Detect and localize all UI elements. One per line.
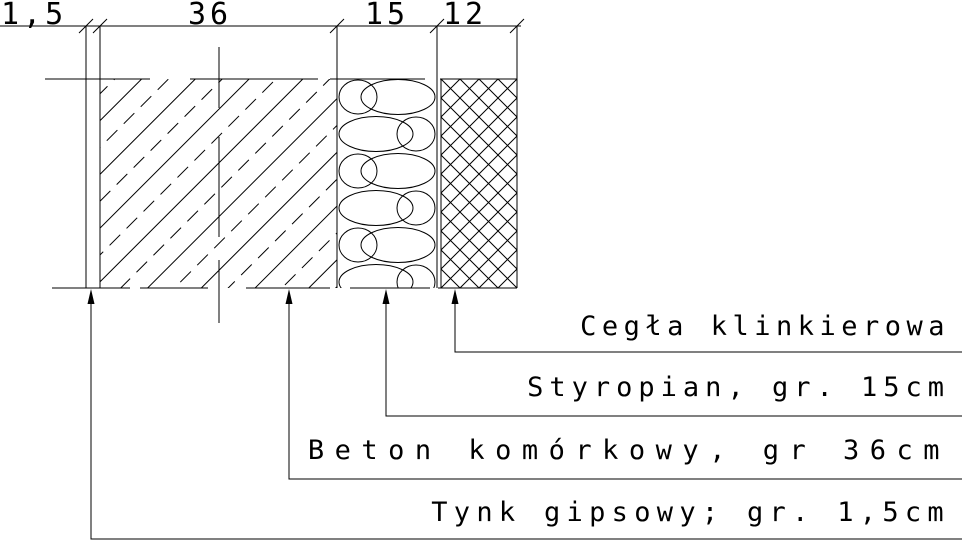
leader-concrete — [285, 289, 962, 480]
label-plaster: Tynk gipsowy; gr. 1,5cm — [431, 497, 950, 528]
leader-line-brick — [454, 298, 962, 353]
styrofoam-layer-hatch — [337, 79, 437, 288]
leader-line-concrete — [288, 298, 962, 480]
brick-layer-hatch — [441, 79, 517, 288]
label-brick: Cegła klinkierowa — [580, 311, 950, 342]
dim-styrofoam: 15 — [365, 0, 409, 32]
dim-concrete: 36 — [188, 0, 232, 32]
wall-section — [45, 26, 518, 323]
label-concrete: Beton komórkowy, gr 36cm — [308, 435, 950, 466]
arrow-up-icon — [451, 289, 459, 304]
leader-line-styrofoam — [385, 298, 962, 417]
leader-lines — [87, 289, 962, 540]
arrow-up-icon — [87, 289, 95, 304]
layer-labels: Cegła klinkierowa Styropian, gr. 15cm Be… — [308, 311, 950, 528]
leader-line-plaster — [90, 298, 962, 540]
dimension-chain: 1,5 36 15 12 — [0, 0, 525, 34]
leader-brick — [451, 289, 962, 353]
arrow-up-icon — [382, 289, 390, 304]
arrow-up-icon — [285, 289, 293, 304]
leader-styrofoam — [382, 289, 962, 417]
dim-brick: 12 — [443, 0, 487, 32]
label-styrofoam: Styropian, gr. 15cm — [527, 372, 950, 403]
layer-boundaries — [85, 26, 518, 288]
dim-plaster: 1,5 — [1, 0, 67, 32]
leader-plaster — [87, 289, 962, 540]
